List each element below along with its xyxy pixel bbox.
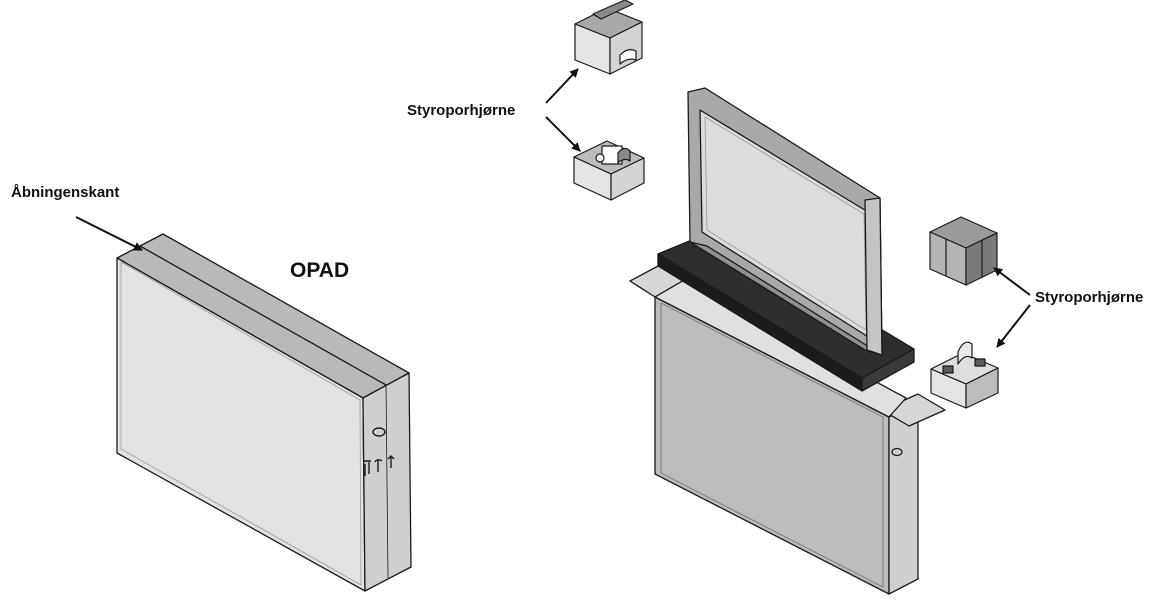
styrofoam-arrow-down — [545, 116, 581, 152]
box-flap-right — [881, 393, 946, 427]
opening-edge-label: Åbningenskant — [11, 184, 120, 201]
opening-edge-arrow — [75, 216, 143, 251]
styrofoam-corners-label-right: Styroporhjørne — [1035, 289, 1144, 306]
styrofoam-corner-right-2 — [930, 341, 999, 409]
handle-hole-icon — [372, 427, 386, 437]
handling-symbols-icon — [363, 427, 395, 476]
tv-speaker-right — [864, 197, 883, 356]
styrofoam-arrow-right-down — [996, 304, 1031, 348]
styrofoam-corner-right-1 — [929, 216, 998, 286]
styrofoam-corner-top-2 — [573, 140, 645, 201]
fragile-icon — [363, 460, 371, 476]
styrofoam-corner-top-1 — [574, 0, 643, 75]
styrofoam-arrow-right-up — [993, 267, 1031, 296]
packed-box — [116, 233, 412, 592]
keep-dry-icon — [374, 459, 383, 472]
box-handle-hole — [891, 447, 903, 457]
styrofoam-corners-label-top: Styroporhjørne — [407, 102, 516, 119]
tv-set — [657, 87, 915, 392]
up-label: OPAD — [290, 259, 350, 282]
styrofoam-arrow-up — [545, 68, 579, 104]
opened-box — [629, 264, 946, 595]
box-flap-front — [654, 278, 907, 418]
box-side — [888, 401, 919, 595]
packed-box-opening-seam — [139, 245, 387, 386]
this-way-up-icon — [387, 455, 395, 468]
